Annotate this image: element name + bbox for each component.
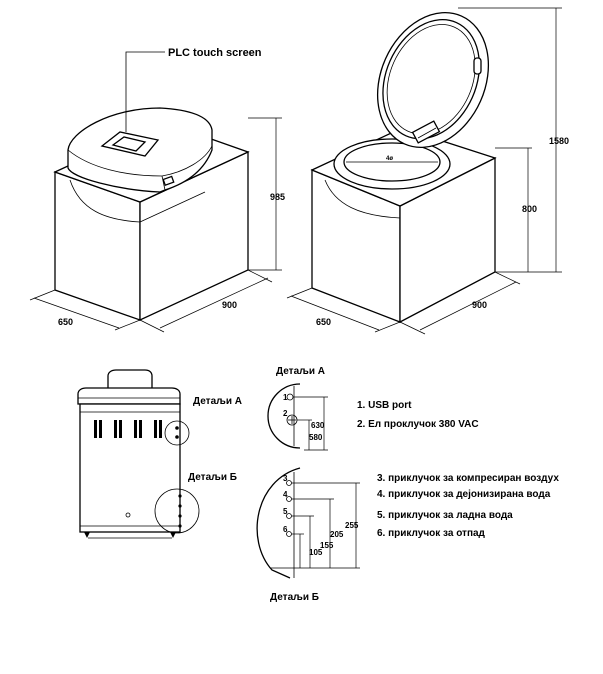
detail-b-marker-3: 3 xyxy=(283,474,288,483)
dim-105-label: 105 xyxy=(309,548,323,557)
deionized-water-marker xyxy=(286,496,292,502)
dim-155-label: 155 xyxy=(320,541,334,550)
open-lid-inner xyxy=(386,24,476,135)
detail-b: 3 4 5 6 255 205 155 105 Детаљи Б 3. прик… xyxy=(256,467,559,603)
depth-dim-line xyxy=(33,297,120,329)
compressed-air-marker xyxy=(286,480,292,486)
detail-a-callout: Детаљи А xyxy=(193,396,242,407)
detail-a-legend-2: 2. Ел проклучок 380 VAC xyxy=(357,419,479,430)
open-depth-dim-line xyxy=(290,295,380,331)
detail-b-arc xyxy=(256,467,301,579)
detail-a-legend-1: 1. USB port xyxy=(357,400,412,411)
plc-screen xyxy=(111,136,147,152)
detail-a-arc xyxy=(267,383,301,449)
detail-b-callout: Детаљи Б xyxy=(188,472,237,483)
waste-marker xyxy=(286,531,292,537)
dim-255-label: 255 xyxy=(345,521,359,530)
body-height-dim-label: 800 xyxy=(522,204,537,214)
detail-b-marker-5: 5 xyxy=(283,507,288,516)
detail-b-marker-4: 4 xyxy=(283,490,288,499)
open-lid-handle xyxy=(473,57,482,75)
width-dim-line xyxy=(159,277,269,329)
depth-dim-label: 650 xyxy=(58,317,73,327)
detail-b-circle xyxy=(154,488,200,534)
detail-b-legend-4: 4. приклучок за дејонизирана вода xyxy=(377,489,551,500)
detail-a-title: Детаљи А xyxy=(276,366,325,377)
dim-205-label: 205 xyxy=(330,530,344,539)
closed-lid-latch xyxy=(162,175,175,187)
side-lid xyxy=(77,387,181,405)
side-drain-marker xyxy=(125,512,131,518)
detail-b-marker-6: 6 xyxy=(283,525,288,534)
side-vents xyxy=(94,420,162,438)
chamber-dim-label: 4ø xyxy=(386,156,393,162)
cold-water-marker xyxy=(286,513,292,519)
foot-left xyxy=(84,532,90,538)
open-lid-rim xyxy=(382,19,481,140)
detail-b-legend-5: 5. приклучок за ладна вода xyxy=(377,510,513,521)
side-lid-handle xyxy=(107,369,153,388)
closed-autoclave-view: PLC touch screen 985 900 650 xyxy=(29,47,285,333)
open-lid xyxy=(376,11,490,149)
open-width-dim-line xyxy=(419,281,517,331)
detail-a: Детаљи А 1 2 630 580 1. USB port 2. Ел п… xyxy=(267,366,479,451)
detail-b-title: Детаљи Б xyxy=(270,592,319,603)
dim-630-label: 630 xyxy=(311,421,325,430)
detail-b-legend-3: 3. приклучок за компресиран воздух xyxy=(377,473,559,484)
open-width-dim-label: 900 xyxy=(472,300,487,310)
width-dim-label: 900 xyxy=(222,300,237,310)
plc-label: PLC touch screen xyxy=(168,47,262,59)
plc-leader-line xyxy=(125,51,165,132)
closed-body-curve xyxy=(69,179,141,223)
detail-a-circle xyxy=(164,420,190,446)
open-depth-dim-label: 650 xyxy=(316,317,331,327)
total-height-dim-label: 1580 xyxy=(549,136,569,146)
side-view: Детаљи А Детаљи Б xyxy=(77,369,242,539)
detail-a-marker-1: 1 xyxy=(283,393,288,402)
open-autoclave-view: 4ø 1580 800 900 650 xyxy=(286,7,569,335)
dim-580-label: 580 xyxy=(309,433,323,442)
usb-port-marker xyxy=(286,393,294,401)
height-dim-label: 985 xyxy=(270,192,285,202)
detail-a-marker-2: 2 xyxy=(283,409,288,418)
foot-right xyxy=(170,532,176,538)
detail-b-legend-6: 6. приклучок за отпад xyxy=(377,528,486,539)
